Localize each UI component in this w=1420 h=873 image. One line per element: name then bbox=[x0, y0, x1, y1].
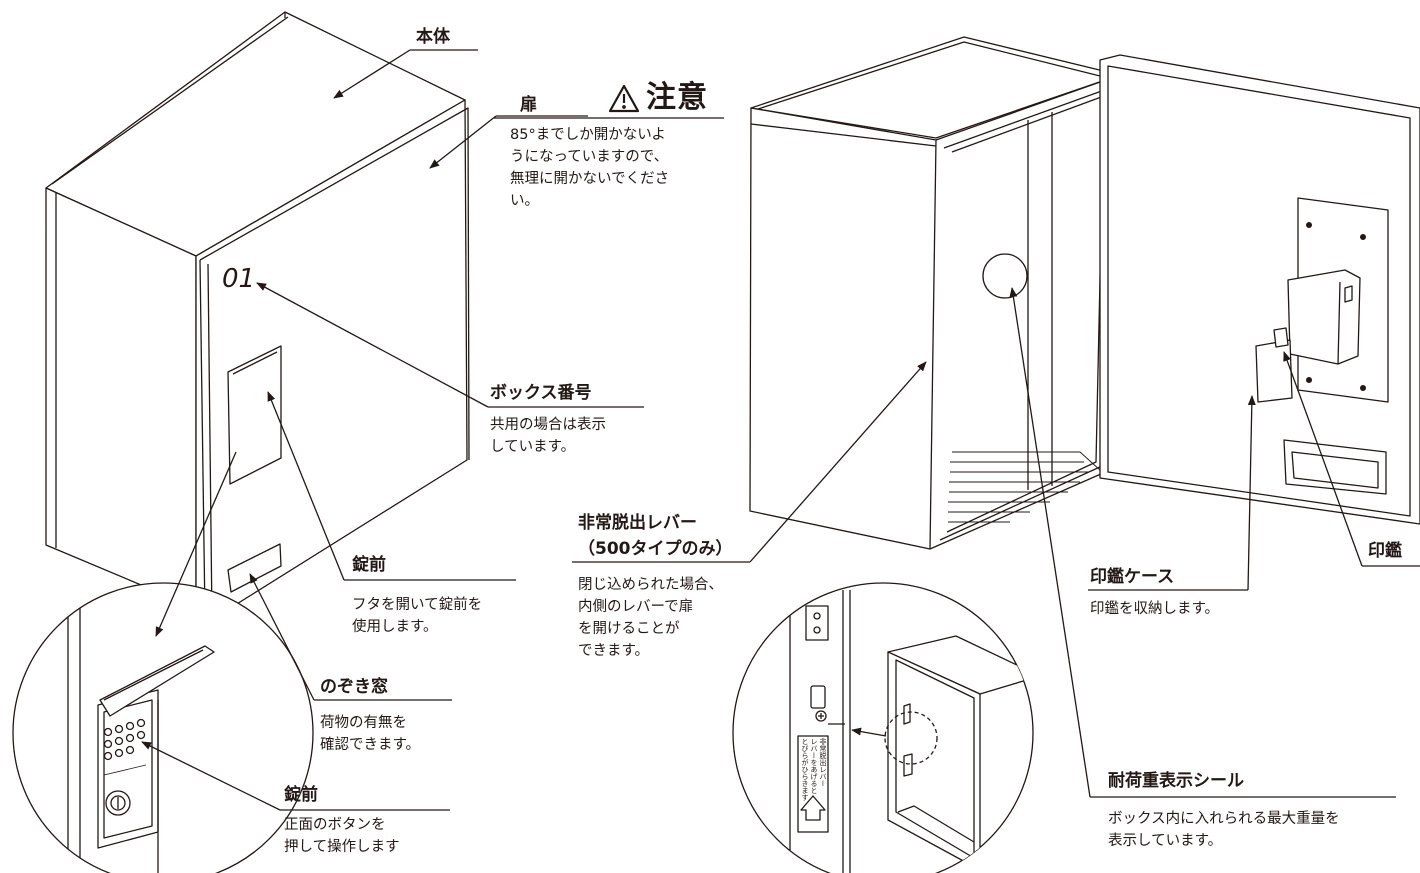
box-number-description: 共用の場合は表示 しています。 bbox=[490, 417, 606, 455]
lever-detail-circle bbox=[732, 582, 1034, 873]
load-seal-description: ボックス内に入れられる最大重量を 表示しています。 bbox=[1108, 811, 1340, 849]
seal-case-description: 印鑑を収納します。 bbox=[1090, 601, 1220, 617]
warning-icon bbox=[608, 84, 640, 113]
keypad-detail-circle bbox=[12, 582, 314, 873]
escape-lever-description: 閉じ込められた場合、 内側のレバーで扉 を開けることが できます。 bbox=[578, 577, 723, 659]
caution-text: 85°までしか開かないよ うになっていますので、 無理に開かないでくださ い。 bbox=[510, 127, 670, 209]
label-escape-lever: 非常脱出レバー （500タイプのみ） bbox=[578, 513, 733, 559]
lock-cover-description: フタを開いて錠前を 使用します。 bbox=[352, 597, 483, 635]
lock-keypad-description: 正面のボタンを 押して操作します bbox=[284, 817, 400, 855]
label-body: 本体 bbox=[416, 27, 450, 47]
label-seal: 印鑑 bbox=[1368, 541, 1402, 561]
label-box-number: ボックス番号 bbox=[490, 383, 592, 403]
label-door: 扉 bbox=[520, 95, 537, 115]
label-lock-keypad: 錠前 bbox=[284, 785, 318, 805]
label-peek-window: のぞき窓 bbox=[320, 677, 388, 697]
label-lock-cover: 錠前 bbox=[352, 555, 386, 575]
lever-sticker-text: 非常脱出レバー レバーをあげると とびらがひらきます bbox=[801, 738, 827, 801]
closed-box-drawing bbox=[45, 11, 470, 623]
label-seal-case: 印鑑ケース bbox=[1090, 567, 1175, 587]
open-box-drawing bbox=[749, 36, 1420, 550]
leader-lines bbox=[141, 49, 1420, 811]
caution-heading: 注意 bbox=[646, 80, 708, 115]
box-number-value: 01 bbox=[222, 264, 256, 294]
label-load-seal: 耐荷重表示シール bbox=[1108, 771, 1244, 791]
peek-window-description: 荷物の有無を 確認できます。 bbox=[320, 715, 421, 753]
